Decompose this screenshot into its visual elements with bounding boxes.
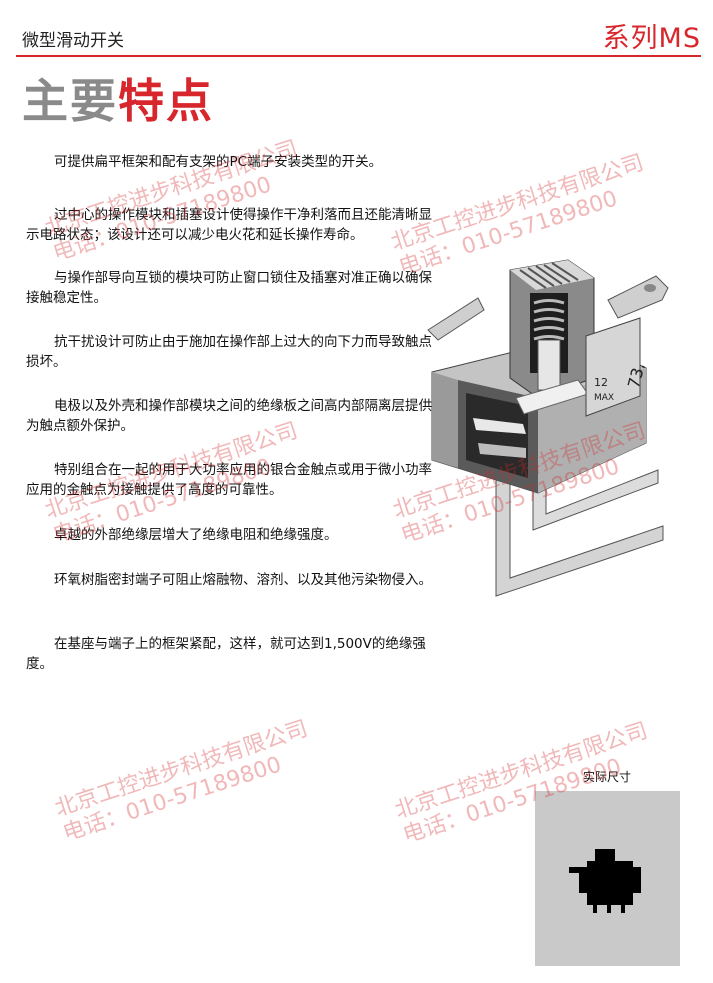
header-product-type: 微型滑动开关 — [22, 31, 124, 51]
feature-paragraph: 环氧树脂密封端子可阻止熔融物、溶剂、以及其他污染物侵入。 — [54, 572, 432, 588]
header-divider — [16, 55, 701, 57]
feature-paragraph: 特别组合在一起的用于大功率应用的银合金触点或用于微小功率应用的金触点为接触提供了… — [26, 462, 432, 498]
watermark-phone: 电话：010-57189800 — [60, 752, 285, 847]
feature-paragraph: 抗干扰设计可防止由于施加在操作部上过大的向下力而导致触点损坏。 — [26, 334, 432, 370]
header-series: 系列MS — [602, 23, 701, 54]
actual-size-label: 实际尺寸 — [583, 770, 632, 784]
feature-paragraph: 过中心的操作模块和插塞设计使得操作干净利落而且还能清晰显示电路状态；该设计还可以… — [26, 207, 432, 243]
label-max: MAX — [594, 393, 614, 403]
watermark: 北京工控进步科技有限公司 电话：010-57189800 — [52, 716, 319, 847]
page-title: 主要特点 — [22, 78, 214, 124]
watermark-company: 北京工控进步科技有限公司 — [52, 716, 311, 822]
switch-cutaway-image: 12 MAX 73. — [427, 259, 669, 597]
switch-silhouette-icon — [569, 849, 641, 913]
label-12: 12 — [594, 376, 608, 389]
feature-paragraph: 可提供扁平框架和配有支架的PC端子安装类型的开关。 — [54, 154, 383, 170]
feature-paragraph: 卓越的外部绝缘层增大了绝缘电阻和绝缘强度。 — [54, 527, 338, 543]
title-part-main: 主要 — [22, 74, 118, 128]
feature-paragraph: 电极以及外壳和操作部模块之间的绝缘板之间高内部隔离层提供为触点额外保护。 — [26, 398, 432, 434]
actual-size-box — [535, 791, 680, 966]
feature-paragraph: 在基座与端子上的框架紧配，这样，就可达到1,500V的绝缘强度。 — [26, 636, 426, 672]
feature-paragraph: 与操作部导向互锁的模块可防止窗口锁住及插塞对准正确以确保接触稳定性。 — [26, 270, 432, 306]
title-part-features: 特点 — [118, 74, 214, 128]
